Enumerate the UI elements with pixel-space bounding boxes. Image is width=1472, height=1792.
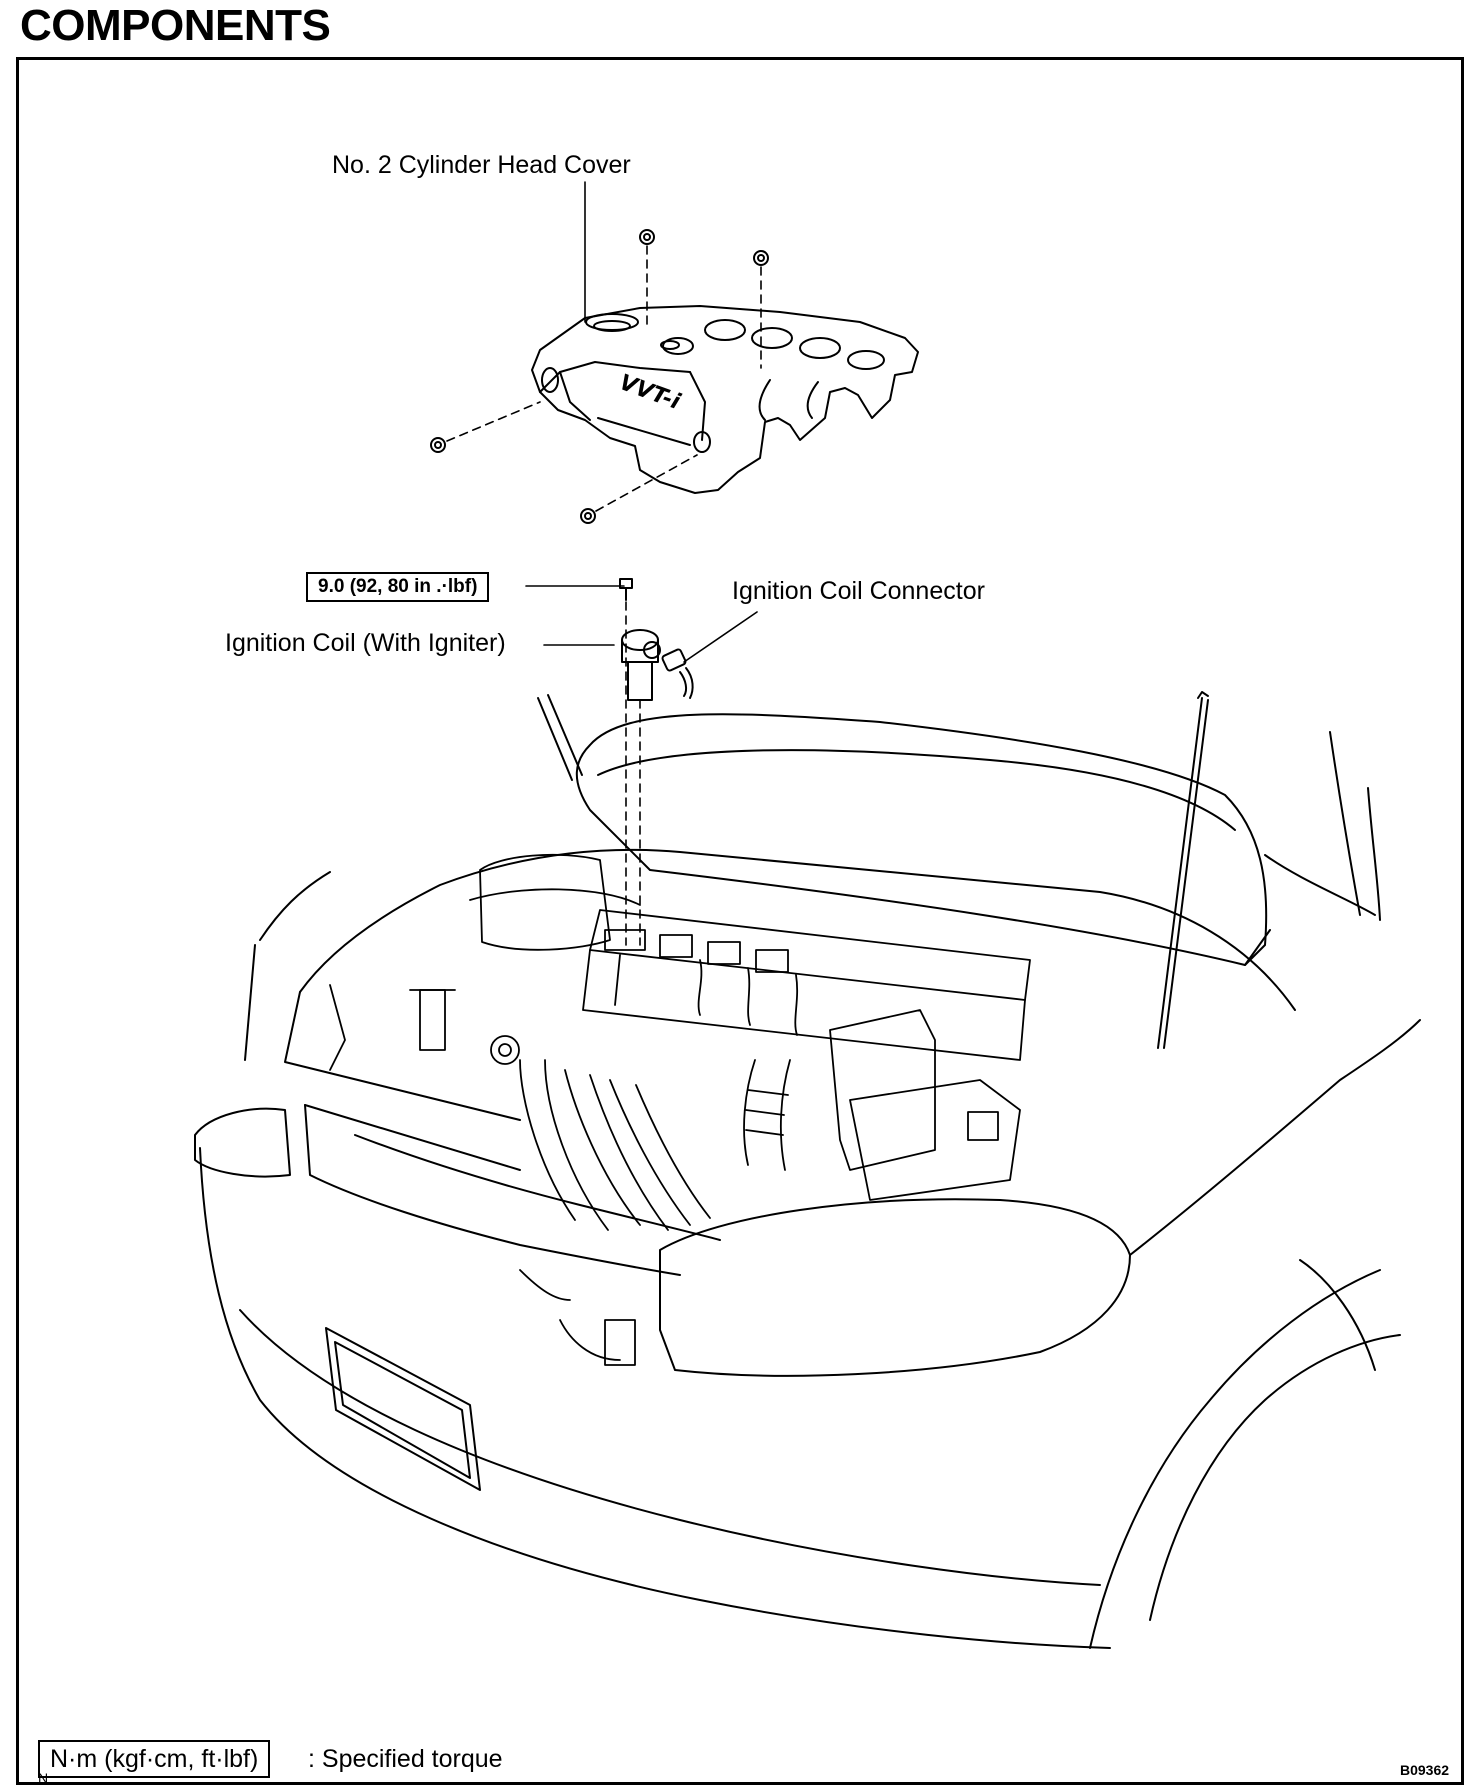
legend-description: : Specified torque bbox=[308, 1745, 503, 1773]
head-cover-label: No. 2 Cylinder Head Cover bbox=[332, 151, 631, 179]
cover-nuts bbox=[430, 229, 769, 524]
nut-icon bbox=[430, 437, 446, 453]
install-lines bbox=[446, 245, 762, 946]
figure-code: B09362 bbox=[1400, 1762, 1450, 1778]
torque-spec-box: 9.0 (92, 80 in .·lbf) bbox=[306, 572, 490, 602]
engine-illustration bbox=[329, 853, 1031, 1366]
car-body-illustration bbox=[194, 691, 1421, 1649]
corner-mark: N bbox=[38, 1770, 49, 1786]
coil-connector-label: Ignition Coil Connector bbox=[732, 577, 985, 605]
ignition-coil-label: Ignition Coil (With Igniter) bbox=[225, 629, 506, 657]
nut-icon bbox=[580, 508, 596, 524]
connector-icon bbox=[661, 648, 694, 699]
nut-icon bbox=[753, 250, 769, 266]
cover-badge-text: VVT-i bbox=[616, 370, 684, 415]
page-title: COMPONENTS bbox=[20, 1, 331, 50]
diagram-frame bbox=[16, 57, 1464, 1785]
leader-lines bbox=[525, 181, 758, 663]
legend-unit-box: N·m (kgf·cm, ft·lbf) bbox=[38, 1740, 271, 1778]
head-cover-illustration: VVT-i bbox=[531, 305, 919, 494]
bolt-icon bbox=[619, 578, 633, 601]
nut-icon bbox=[639, 229, 655, 245]
ignition-coil-illustration bbox=[621, 629, 661, 701]
